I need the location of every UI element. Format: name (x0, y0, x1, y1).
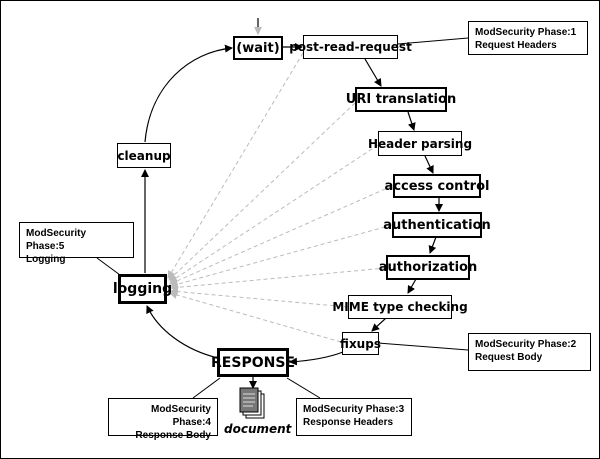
callout-phase2: ModSecurity Phase:2 Request Body (468, 333, 591, 371)
document-label: document (224, 422, 292, 436)
node-response: RESPONSE (211, 348, 295, 377)
dashed-arrow-mime (170, 287, 349, 308)
dashed-arrow-authentication (170, 224, 393, 288)
arrow-header-to-access (424, 155, 434, 174)
line-phase2 (377, 342, 469, 351)
node-header-parsing: Header parsing (368, 131, 472, 156)
node-uri-translation: URI translation (346, 87, 456, 112)
arrow-uri-to-header (407, 111, 416, 131)
callout-phase3-subtitle: Response Headers (303, 417, 394, 428)
dashed-arrow-fixups (169, 291, 342, 343)
node-wait: (wait) (233, 36, 283, 60)
arrow-response-to-logging (146, 305, 219, 359)
callout-phase2-subtitle: Request Body (475, 352, 543, 363)
arrow-fixups-to-response (289, 351, 344, 366)
node-authorization: authorization (379, 255, 477, 280)
callout-phase5: ModSecurity Phase:5 Logging (19, 222, 134, 265)
dashed-arrow-header (169, 144, 379, 283)
node-access-control: access control (385, 174, 489, 198)
line-phase4 (192, 377, 221, 399)
document-icon (239, 387, 265, 419)
callout-phase3: ModSecurity Phase:3 Response Headers (296, 398, 412, 436)
node-logging: logging (113, 274, 172, 304)
dashed-arrows-to-logging (167, 52, 393, 343)
arrow-post-read-to-uri (364, 58, 382, 87)
callout-phase1: ModSecurity Phase:1 Request Headers (468, 21, 588, 55)
callout-phase1-subtitle: Request Headers (475, 40, 557, 51)
callout-phase4: ModSecurity Phase:4 Response Body (108, 398, 218, 441)
arrow-cleanup-to-wait (144, 44, 233, 143)
callout-phase1-title: ModSecurity Phase:1 (475, 27, 577, 38)
arrow-mime-to-fixups (371, 317, 387, 332)
arrow-authentication-to-authorization (428, 236, 437, 254)
callout-lines (96, 37, 469, 399)
callout-phase5-subtitle: Logging (26, 254, 66, 265)
node-authentication: authentication (383, 212, 491, 238)
line-phase5 (96, 257, 121, 276)
dashed-arrow-post-read (167, 52, 304, 279)
dashed-arrow-access (169, 185, 393, 285)
node-mime-type-checking: MIME type checking (332, 295, 468, 319)
callout-phase3-title: ModSecurity Phase:3 (303, 404, 405, 415)
dashed-arrow-authorization (170, 267, 387, 292)
flow-arrows (141, 18, 443, 389)
node-cleanup: cleanup (117, 143, 171, 168)
node-post-read-request: post-read-request (289, 35, 412, 59)
callout-phase5-title: ModSecurity Phase:5 (26, 228, 87, 252)
line-phase3 (286, 377, 321, 399)
dashed-arrow-uri (168, 102, 356, 281)
callout-phase4-subtitle: Response Body (135, 430, 211, 441)
line-phase1 (397, 37, 469, 45)
node-fixups: fixups (340, 332, 381, 355)
arrow-authorization-to-mime (407, 278, 417, 294)
callout-phase2-title: ModSecurity Phase:2 (475, 339, 577, 350)
callout-phase4-title: ModSecurity Phase:4 (150, 404, 211, 428)
